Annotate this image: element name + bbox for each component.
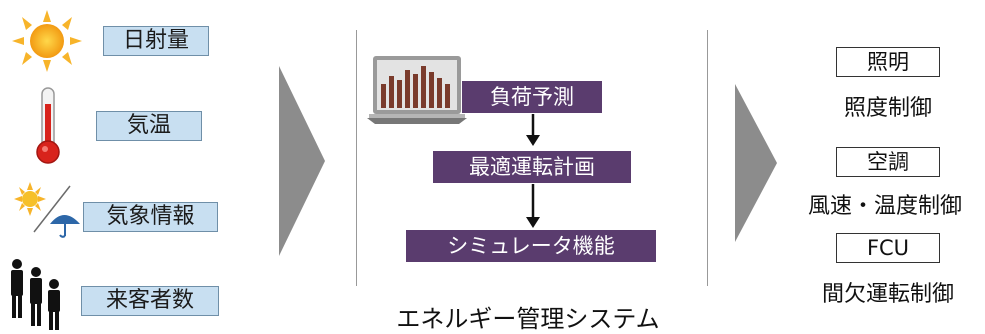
intermittent-control-label: 間欠運転制御 bbox=[821, 282, 954, 307]
simulator-function-box: シミュレータ機能 bbox=[406, 230, 656, 262]
hvac-box: 空調 bbox=[836, 147, 940, 177]
thermometer-icon bbox=[36, 87, 60, 164]
weather-info-box: 気象情報 bbox=[83, 202, 218, 232]
hvac-control-label: 風速・温度制御 bbox=[807, 194, 962, 219]
down-arrow-1 bbox=[526, 114, 540, 146]
left-divider bbox=[356, 30, 357, 286]
visitor-count-box: 来客者数 bbox=[81, 286, 219, 316]
load-forecast-box: 負荷予測 bbox=[462, 81, 602, 113]
fcu-box: FCU bbox=[836, 233, 940, 263]
lighting-control-label: 照度制御 bbox=[843, 96, 932, 121]
sun-icon bbox=[12, 10, 82, 72]
laptop-chart-icon bbox=[367, 56, 467, 124]
right-flow-arrow bbox=[735, 84, 777, 242]
weather-icon bbox=[14, 182, 80, 238]
down-arrow-2 bbox=[526, 184, 540, 228]
temperature-box: 気温 bbox=[96, 111, 202, 141]
left-flow-arrow bbox=[279, 66, 325, 256]
lighting-box: 照明 bbox=[836, 47, 940, 77]
optimal-operation-plan-box: 最適運転計画 bbox=[433, 151, 631, 183]
right-divider bbox=[707, 30, 708, 286]
solar-radiation-box: 日射量 bbox=[103, 26, 209, 56]
people-icon bbox=[11, 259, 60, 330]
system-caption: エネルギー管理システム bbox=[396, 305, 660, 333]
